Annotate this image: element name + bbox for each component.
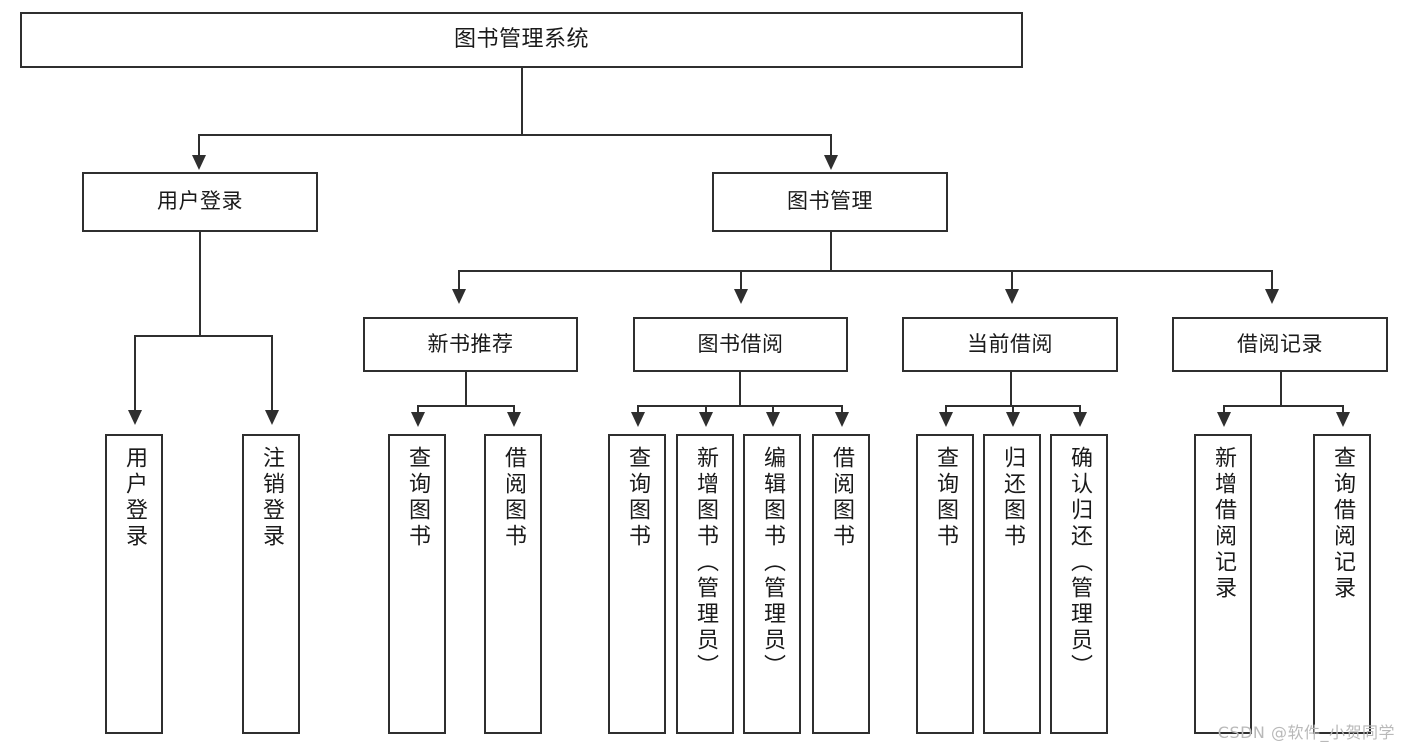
arrowhead-user-login-to-leaf-1 [128,410,142,425]
node-label: 新增图书（管理员） [693,446,718,680]
arrowhead-user-login-to-leaf-2 [265,410,279,425]
connector-user-login-to-leaf-1 [134,335,136,411]
node-label: 查询图书 [933,446,958,550]
connector-borrow-record-bus [1223,405,1342,407]
arrowhead-root-to-book-management [824,155,838,170]
connector-book-borrow-bus [637,405,841,407]
arrowhead-br-to-leaf-1 [1217,412,1231,427]
node-label: 借阅图书 [829,446,854,550]
leaf-current-borrow-return-books[interactable]: 归还图书 [983,434,1041,734]
connector-new-book-bus [417,405,514,407]
node-new-book-recommend[interactable]: 新书推荐 [363,317,578,372]
connector-root-stem [521,68,523,134]
connector-user-login-stem [199,232,201,335]
leaf-borrow-record-query-record[interactable]: 查询借阅记录 [1313,434,1371,734]
connector-user-login-to-leaf-2 [271,335,273,411]
node-label: 当前借阅 [967,331,1053,356]
node-label: 新书推荐 [427,331,514,356]
arrowhead-bb-to-leaf-4 [835,412,849,427]
connector-new-book-to-leaf-1 [417,405,419,413]
node-root-book-management-system[interactable]: 图书管理系统 [20,12,1023,68]
connector-book-management-stem [830,232,832,270]
leaf-book-borrow-borrow-books[interactable]: 借阅图书 [812,434,870,734]
connector-cb-to-leaf-2 [1012,405,1014,413]
arrowhead-bb-to-leaf-2 [699,412,713,427]
connector-bm-to-new-book [458,270,460,290]
leaf-current-borrow-confirm-return-admin[interactable]: 确认归还（管理员） [1050,434,1108,734]
connector-user-login-bus [134,335,271,337]
connector-bm-to-borrow-record [1271,270,1273,290]
node-label: 借阅记录 [1237,331,1323,356]
arrowhead-cb-to-leaf-3 [1073,412,1087,427]
leaf-current-borrow-query-books[interactable]: 查询图书 [916,434,974,734]
node-label: 用户登录 [122,446,147,550]
leaf-borrow-record-add-record[interactable]: 新增借阅记录 [1194,434,1252,734]
node-label: 图书管理系统 [453,26,589,52]
leaf-user-login-logout[interactable]: 注销登录 [242,434,300,734]
connector-cb-to-leaf-1 [945,405,947,413]
node-label: 借阅图书 [501,446,526,550]
leaf-book-borrow-query-books[interactable]: 查询图书 [608,434,666,734]
node-label: 查询图书 [625,446,650,550]
node-user-login[interactable]: 用户登录 [82,172,318,232]
arrowhead-bb-to-leaf-1 [631,412,645,427]
connector-book-borrow-stem [739,372,741,405]
watermark-text: CSDN @软件_小贺同学 [1217,723,1395,742]
node-label: 编辑图书（管理员） [760,446,785,680]
node-current-borrow[interactable]: 当前借阅 [902,317,1118,372]
node-label: 用户登录 [157,189,243,214]
arrowhead-new-book-to-leaf-1 [411,412,425,427]
node-book-borrow[interactable]: 图书借阅 [633,317,848,372]
node-label: 图书借阅 [697,331,784,356]
connector-br-to-leaf-2 [1342,405,1344,413]
connector-root-bus [198,134,830,136]
node-borrow-record[interactable]: 借阅记录 [1172,317,1388,372]
node-label: 新增借阅记录 [1211,446,1236,602]
connector-cb-to-leaf-3 [1079,405,1081,413]
node-label: 确认归还（管理员） [1067,446,1092,680]
connector-bb-to-leaf-4 [841,405,843,413]
leaf-book-borrow-add-book-admin[interactable]: 新增图书（管理员） [676,434,734,734]
arrowhead-cb-to-leaf-1 [939,412,953,427]
connector-br-to-leaf-1 [1223,405,1225,413]
connector-new-book-stem [465,372,467,405]
leaf-new-book-query-books[interactable]: 查询图书 [388,434,446,734]
arrowhead-new-book-to-leaf-2 [507,412,521,427]
arrowhead-br-to-leaf-2 [1336,412,1350,427]
arrowhead-bm-to-book-borrow [734,289,748,304]
connector-root-to-user-login [198,134,200,156]
connector-bm-to-book-borrow [740,270,742,290]
node-label: 查询借阅记录 [1330,446,1355,602]
node-label: 查询图书 [405,446,430,550]
arrowhead-bm-to-borrow-record [1265,289,1279,304]
arrowhead-bm-to-current-borrow [1005,289,1019,304]
node-label: 注销登录 [259,446,284,550]
node-label: 图书管理 [787,189,873,214]
leaf-book-borrow-edit-book-admin[interactable]: 编辑图书（管理员） [743,434,801,734]
connector-bm-to-current-borrow [1011,270,1013,290]
arrowhead-bm-to-new-book [452,289,466,304]
arrowhead-bb-to-leaf-3 [766,412,780,427]
leaf-user-login-login[interactable]: 用户登录 [105,434,163,734]
arrowhead-root-to-user-login [192,155,206,170]
connector-bb-to-leaf-1 [637,405,639,413]
leaf-new-book-borrow-books[interactable]: 借阅图书 [484,434,542,734]
connector-current-borrow-stem [1010,372,1012,405]
connector-borrow-record-stem [1280,372,1282,405]
node-label: 归还图书 [1000,446,1025,550]
connector-new-book-to-leaf-2 [513,405,515,413]
connector-bb-to-leaf-3 [772,405,774,413]
node-book-management[interactable]: 图书管理 [712,172,948,232]
connector-bb-to-leaf-2 [705,405,707,413]
arrowhead-cb-to-leaf-2 [1006,412,1020,427]
connector-book-management-bus [458,270,1271,272]
connector-root-to-book-management [830,134,832,156]
